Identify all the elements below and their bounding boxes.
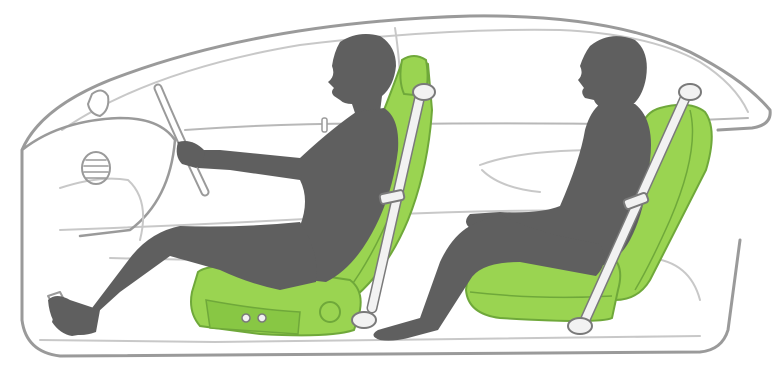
seat-recline-knob — [320, 302, 340, 322]
dashboard — [22, 118, 175, 236]
front-belt-buckle — [352, 312, 376, 328]
rear-belt-anchor-top — [679, 84, 701, 100]
floor-inner — [40, 336, 700, 342]
driver-hand — [177, 141, 205, 168]
seat-adjust-knob-2 — [258, 314, 266, 322]
rear-passenger-head — [578, 36, 647, 110]
rear-view-mirror — [88, 90, 108, 116]
steering-wheel-inner — [158, 88, 205, 192]
door-lock-pin — [322, 118, 327, 132]
front-belt-anchor-top — [413, 84, 435, 100]
seat-adjust-knob-1 — [242, 314, 250, 322]
driver-shoe — [48, 296, 100, 335]
rear-belt-buckle — [568, 318, 592, 334]
rear-door-curve-2 — [482, 170, 540, 192]
